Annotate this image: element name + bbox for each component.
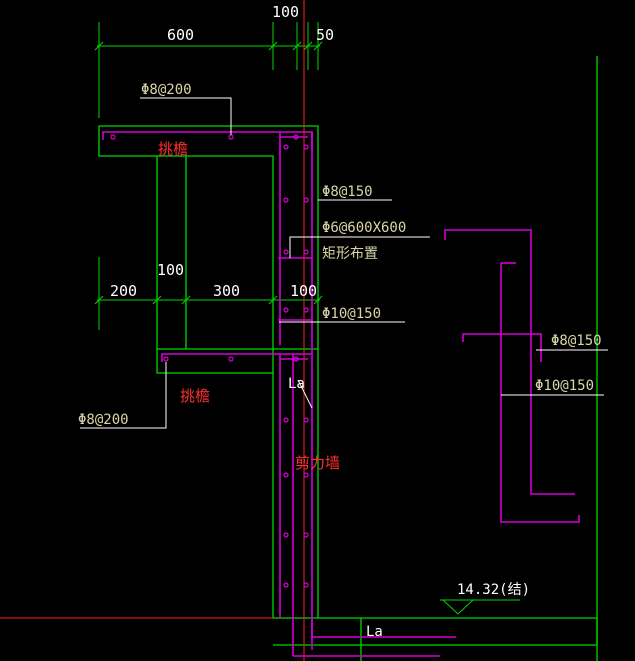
right-detail-bar-3 xyxy=(500,263,580,523)
note-right-1: Φ8@150 xyxy=(551,333,602,349)
tick xyxy=(181,295,191,305)
dim-600: 600 xyxy=(167,26,194,44)
axis-lines xyxy=(0,0,305,661)
elevation-text: 14.32(结) xyxy=(457,582,530,598)
lower-canopy-rebar xyxy=(161,353,312,362)
label-la-2: La xyxy=(366,624,383,640)
anchorage-bar xyxy=(311,618,456,638)
tick xyxy=(94,41,104,51)
tick xyxy=(152,295,162,305)
tick xyxy=(313,295,323,305)
leader-lines xyxy=(80,97,608,429)
right-detail-bar-4 xyxy=(462,333,542,362)
upper-canopy-outline xyxy=(98,125,319,618)
rebar-dots xyxy=(110,134,309,588)
note-right-2: Φ10@150 xyxy=(535,378,594,394)
note-tie-layout: 矩形布置 xyxy=(322,246,378,262)
tick xyxy=(268,295,278,305)
elevation-triangle xyxy=(442,599,474,615)
note-wall-vertical: Φ8@150 xyxy=(322,184,373,200)
note-wall-horizontal: Φ10@150 xyxy=(322,306,381,322)
leader-lower-canopy xyxy=(80,362,167,429)
dim-200: 200 xyxy=(110,282,137,300)
tick xyxy=(292,41,302,51)
leader-la xyxy=(297,379,313,409)
note-upper-canopy: Φ8@200 xyxy=(141,82,192,98)
label-shear-wall: 剪力墙 xyxy=(295,454,340,472)
right-detail-bar-1 xyxy=(444,229,575,495)
label-lower-canopy: 挑檐 xyxy=(180,387,210,405)
dim-100-mid: 100 xyxy=(290,282,317,300)
dim-300: 300 xyxy=(213,282,240,300)
label-texts: 挑檐 挑檐 剪力墙 La La 14.32(结) xyxy=(158,140,530,640)
structure-outline xyxy=(98,56,598,661)
note-tie-spacing: Φ6@600X600 xyxy=(322,220,406,236)
rebar xyxy=(102,131,580,657)
tick xyxy=(303,41,313,51)
tick xyxy=(268,41,278,51)
dim-50: 50 xyxy=(316,26,334,44)
lower-canopy-outline xyxy=(156,348,318,374)
label-upper-canopy: 挑檐 xyxy=(158,140,188,158)
dimension-texts: 600 100 50 100 200 300 100 xyxy=(110,3,334,300)
tick xyxy=(313,41,323,51)
note-lower-canopy: Φ8@200 xyxy=(78,412,129,428)
leader-upper-canopy xyxy=(140,97,232,135)
label-la-1: La xyxy=(288,376,305,392)
leader-tie xyxy=(289,236,430,258)
dim-100-vertical: 100 xyxy=(157,261,184,279)
dimension-lines xyxy=(94,22,520,615)
tick xyxy=(94,295,104,305)
dim-100-top: 100 xyxy=(272,3,299,21)
rebar-note-texts: Φ8@200 Φ8@150 Φ6@600X600 矩形布置 Φ10@150 Φ8… xyxy=(78,82,602,428)
